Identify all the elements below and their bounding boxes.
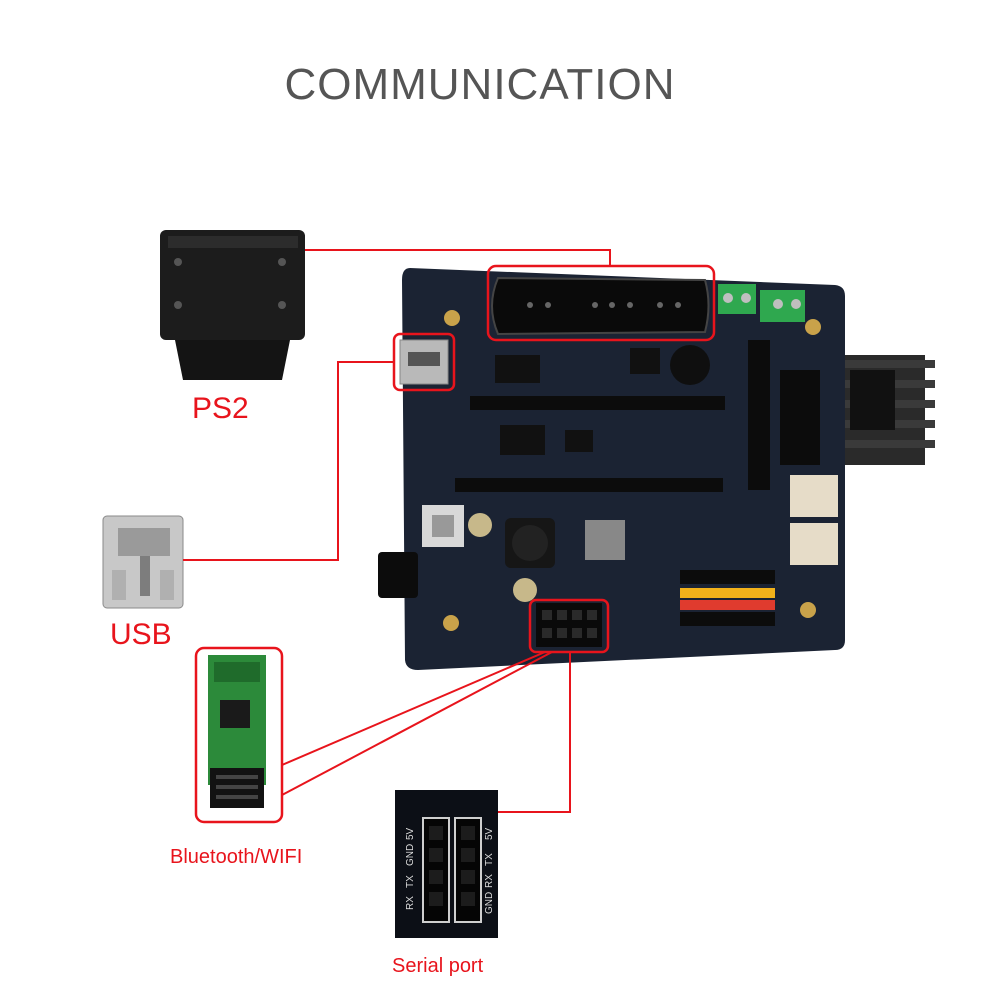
mounting-hole — [444, 310, 460, 326]
callout-lines — [183, 249, 611, 813]
capacitor — [513, 578, 537, 602]
servo-connector — [790, 475, 838, 517]
board-serial-header — [536, 603, 602, 647]
line-serial — [498, 652, 571, 813]
mounting-hole — [805, 319, 821, 335]
serial-pin-label: RX — [405, 896, 416, 910]
buzzer — [670, 345, 710, 385]
pin-header-yellow — [680, 588, 775, 598]
serial-pin-label: 5V — [405, 827, 416, 840]
mounting-hole — [443, 615, 459, 631]
serial-pin-label: GND — [405, 844, 416, 866]
bluetooth-wifi-label: Bluetooth/WIFI — [170, 846, 303, 868]
bluetooth-wifi-module — [208, 655, 266, 808]
serial-pin-label: GND — [484, 892, 495, 914]
header-strip — [748, 340, 770, 490]
pin-header-red — [680, 600, 775, 610]
ic-chip — [495, 355, 540, 383]
heatsink — [835, 355, 935, 465]
serial-port-closeup: RX TX GND 5V GND RX TX 5V — [395, 790, 498, 938]
ic-chip — [565, 430, 593, 452]
ic-chip — [630, 348, 660, 374]
servo-connector — [790, 523, 838, 565]
line-bluetooth-upper — [281, 651, 546, 766]
controller-board — [378, 268, 935, 670]
pin-header-black — [680, 612, 775, 626]
capacitor — [468, 513, 492, 537]
line-bluetooth-lower — [281, 651, 553, 796]
ps2-receiver — [160, 230, 305, 380]
serial-pin-label: 5V — [484, 827, 495, 840]
serial-port-label: Serial port — [392, 955, 484, 977]
dc-jack — [378, 552, 418, 598]
header-strip — [455, 478, 723, 492]
callout-bluetooth-box — [194, 646, 284, 824]
usb-label: USB — [110, 618, 172, 651]
mini-usb-connector — [102, 515, 184, 609]
line-ps2 — [305, 249, 611, 266]
ps2-label: PS2 — [192, 392, 249, 425]
header-strip — [780, 370, 820, 465]
serial-pin-label: TX — [405, 875, 416, 888]
callout-ps2-box — [486, 264, 716, 342]
serial-pin-label: TX — [484, 853, 495, 866]
mounting-hole — [800, 602, 816, 618]
serial-pin-label: RX — [484, 874, 495, 888]
regulator — [585, 520, 625, 560]
header-strip — [470, 396, 725, 410]
line-usb — [183, 361, 394, 561]
pin-header-black — [680, 570, 775, 584]
page-title: COMMUNICATION — [284, 60, 676, 109]
ic-chip — [500, 425, 545, 455]
board-ps2-socket — [491, 276, 710, 336]
